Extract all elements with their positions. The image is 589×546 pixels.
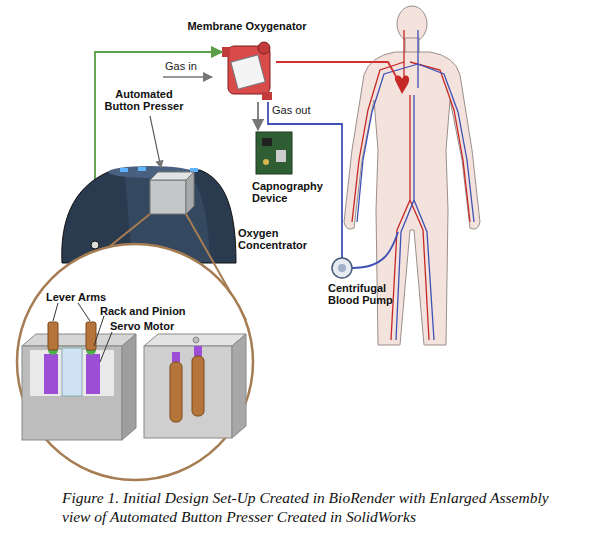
box-hole [193, 337, 199, 343]
component-label: Centrifugal Blood Pump [328, 282, 408, 306]
servo-motor [172, 352, 180, 362]
component-node: Automated Button Presser [148, 170, 194, 216]
figure-caption: Figure 1. Initial Design Set-Up Created … [62, 488, 580, 526]
component [263, 159, 269, 165]
chip [276, 150, 286, 162]
connector [257, 102, 259, 130]
lever-arm [192, 356, 204, 416]
edge-label: Gas out [272, 104, 311, 116]
part-label: Servo Motor [110, 320, 174, 332]
component-label: Capnography Device [252, 180, 332, 204]
component-label: Membrane Oxygenator [182, 20, 312, 32]
box-front [144, 346, 232, 438]
component-label: Automated Button Presser [98, 88, 190, 112]
lever-arm [48, 322, 58, 350]
servo-motor [86, 354, 100, 394]
component-node: Capnography Device [255, 130, 293, 176]
component-label: Oxygen Concentrator [238, 227, 320, 251]
connector [95, 52, 222, 165]
zoom-circle [17, 244, 253, 480]
pump-rotor [338, 264, 346, 272]
lever-arm [170, 362, 182, 422]
component-node: Centrifugal Blood Pump [332, 258, 352, 278]
indicator-light [138, 167, 146, 171]
tray-side [122, 334, 136, 440]
oxygenator-port [262, 92, 272, 100]
component-node: Membrane Oxygenator [222, 42, 276, 102]
oxygenator-membrane [231, 55, 265, 89]
center-block [62, 348, 82, 396]
component-node: Oxygen Concentrator [60, 165, 236, 265]
leader-line [53, 303, 58, 321]
pointer-arrow [150, 116, 161, 168]
venous-tube [352, 232, 398, 268]
part-label: Lever Arms [46, 291, 106, 303]
flow-arrow [163, 76, 212, 78]
body-head [397, 6, 427, 42]
oxygenator-port [258, 42, 270, 54]
pump-housing [332, 258, 352, 278]
chip [262, 138, 272, 146]
part-label: Rack and Pinion [100, 305, 186, 317]
circuit-board [256, 132, 292, 174]
presser-front [150, 180, 186, 214]
gas-port [91, 241, 99, 249]
box-top [144, 334, 246, 346]
servo-motor [194, 346, 202, 356]
tray-front [22, 346, 122, 440]
box-side [232, 334, 246, 438]
presser-side [186, 172, 194, 214]
leader-line [94, 316, 104, 346]
servo-motor [44, 354, 58, 394]
edge-label: Gas in [165, 60, 197, 72]
leader-line [78, 303, 90, 321]
arterial-tube [276, 62, 398, 80]
oxygenator-port [222, 47, 230, 57]
indicator-light [120, 168, 128, 172]
leader-line [100, 332, 112, 362]
tray-rim [22, 334, 136, 346]
